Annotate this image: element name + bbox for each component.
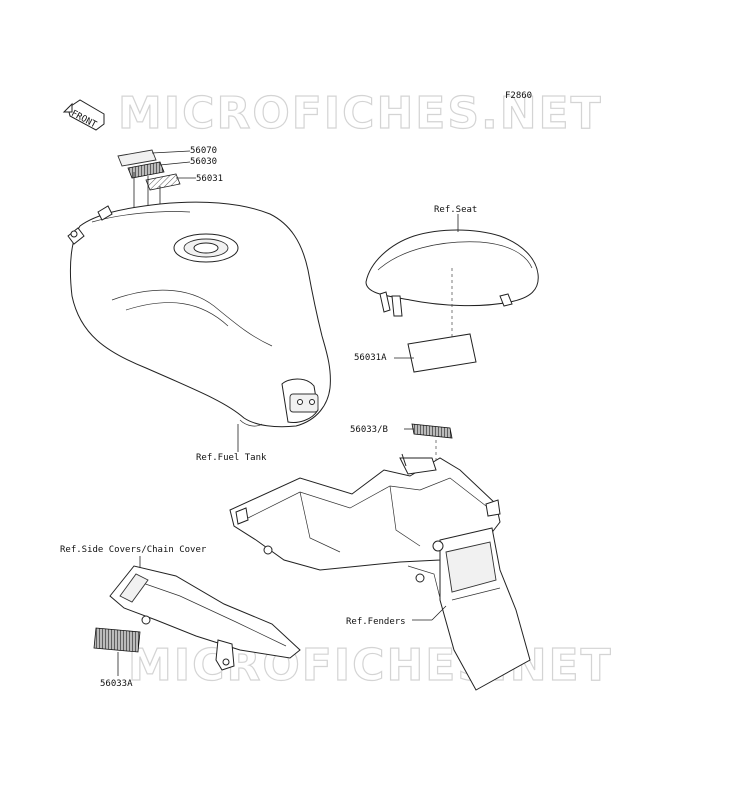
watermark-top: MICROFICHES.NET — [118, 88, 603, 139]
callout-56031: 56031 — [196, 174, 223, 184]
watermark-bottom: MICROFICHES.NET — [128, 640, 613, 691]
fuel-tank — [67, 201, 331, 428]
decal-56031 — [145, 173, 181, 191]
rear-fender — [229, 453, 531, 691]
callout-ref-fenders: Ref.Fenders — [346, 617, 406, 627]
callout-56033a: 56033A — [100, 679, 133, 689]
decal-56031a — [407, 333, 477, 373]
decal-56070 — [117, 149, 157, 167]
callout-56033b: 56033/B — [350, 425, 388, 435]
decal-56030 — [127, 161, 165, 179]
callout-56031a: 56031A — [354, 353, 387, 363]
chain-cover — [109, 565, 301, 671]
decal-56033b — [411, 423, 453, 439]
figure-code: F2860 — [505, 91, 532, 101]
callout-ref-seat: Ref.Seat — [434, 205, 477, 215]
callout-ref-side-covers: Ref.Side Covers/Chain Cover — [60, 545, 207, 555]
callout-56070: 56070 — [190, 146, 217, 156]
seat — [365, 229, 539, 317]
callout-ref-fuel-tank: Ref.Fuel Tank — [196, 453, 267, 463]
front-arrow-icon: FRONT — [62, 99, 105, 131]
callout-56030: 56030 — [190, 157, 217, 167]
decal-56033a — [93, 627, 141, 653]
